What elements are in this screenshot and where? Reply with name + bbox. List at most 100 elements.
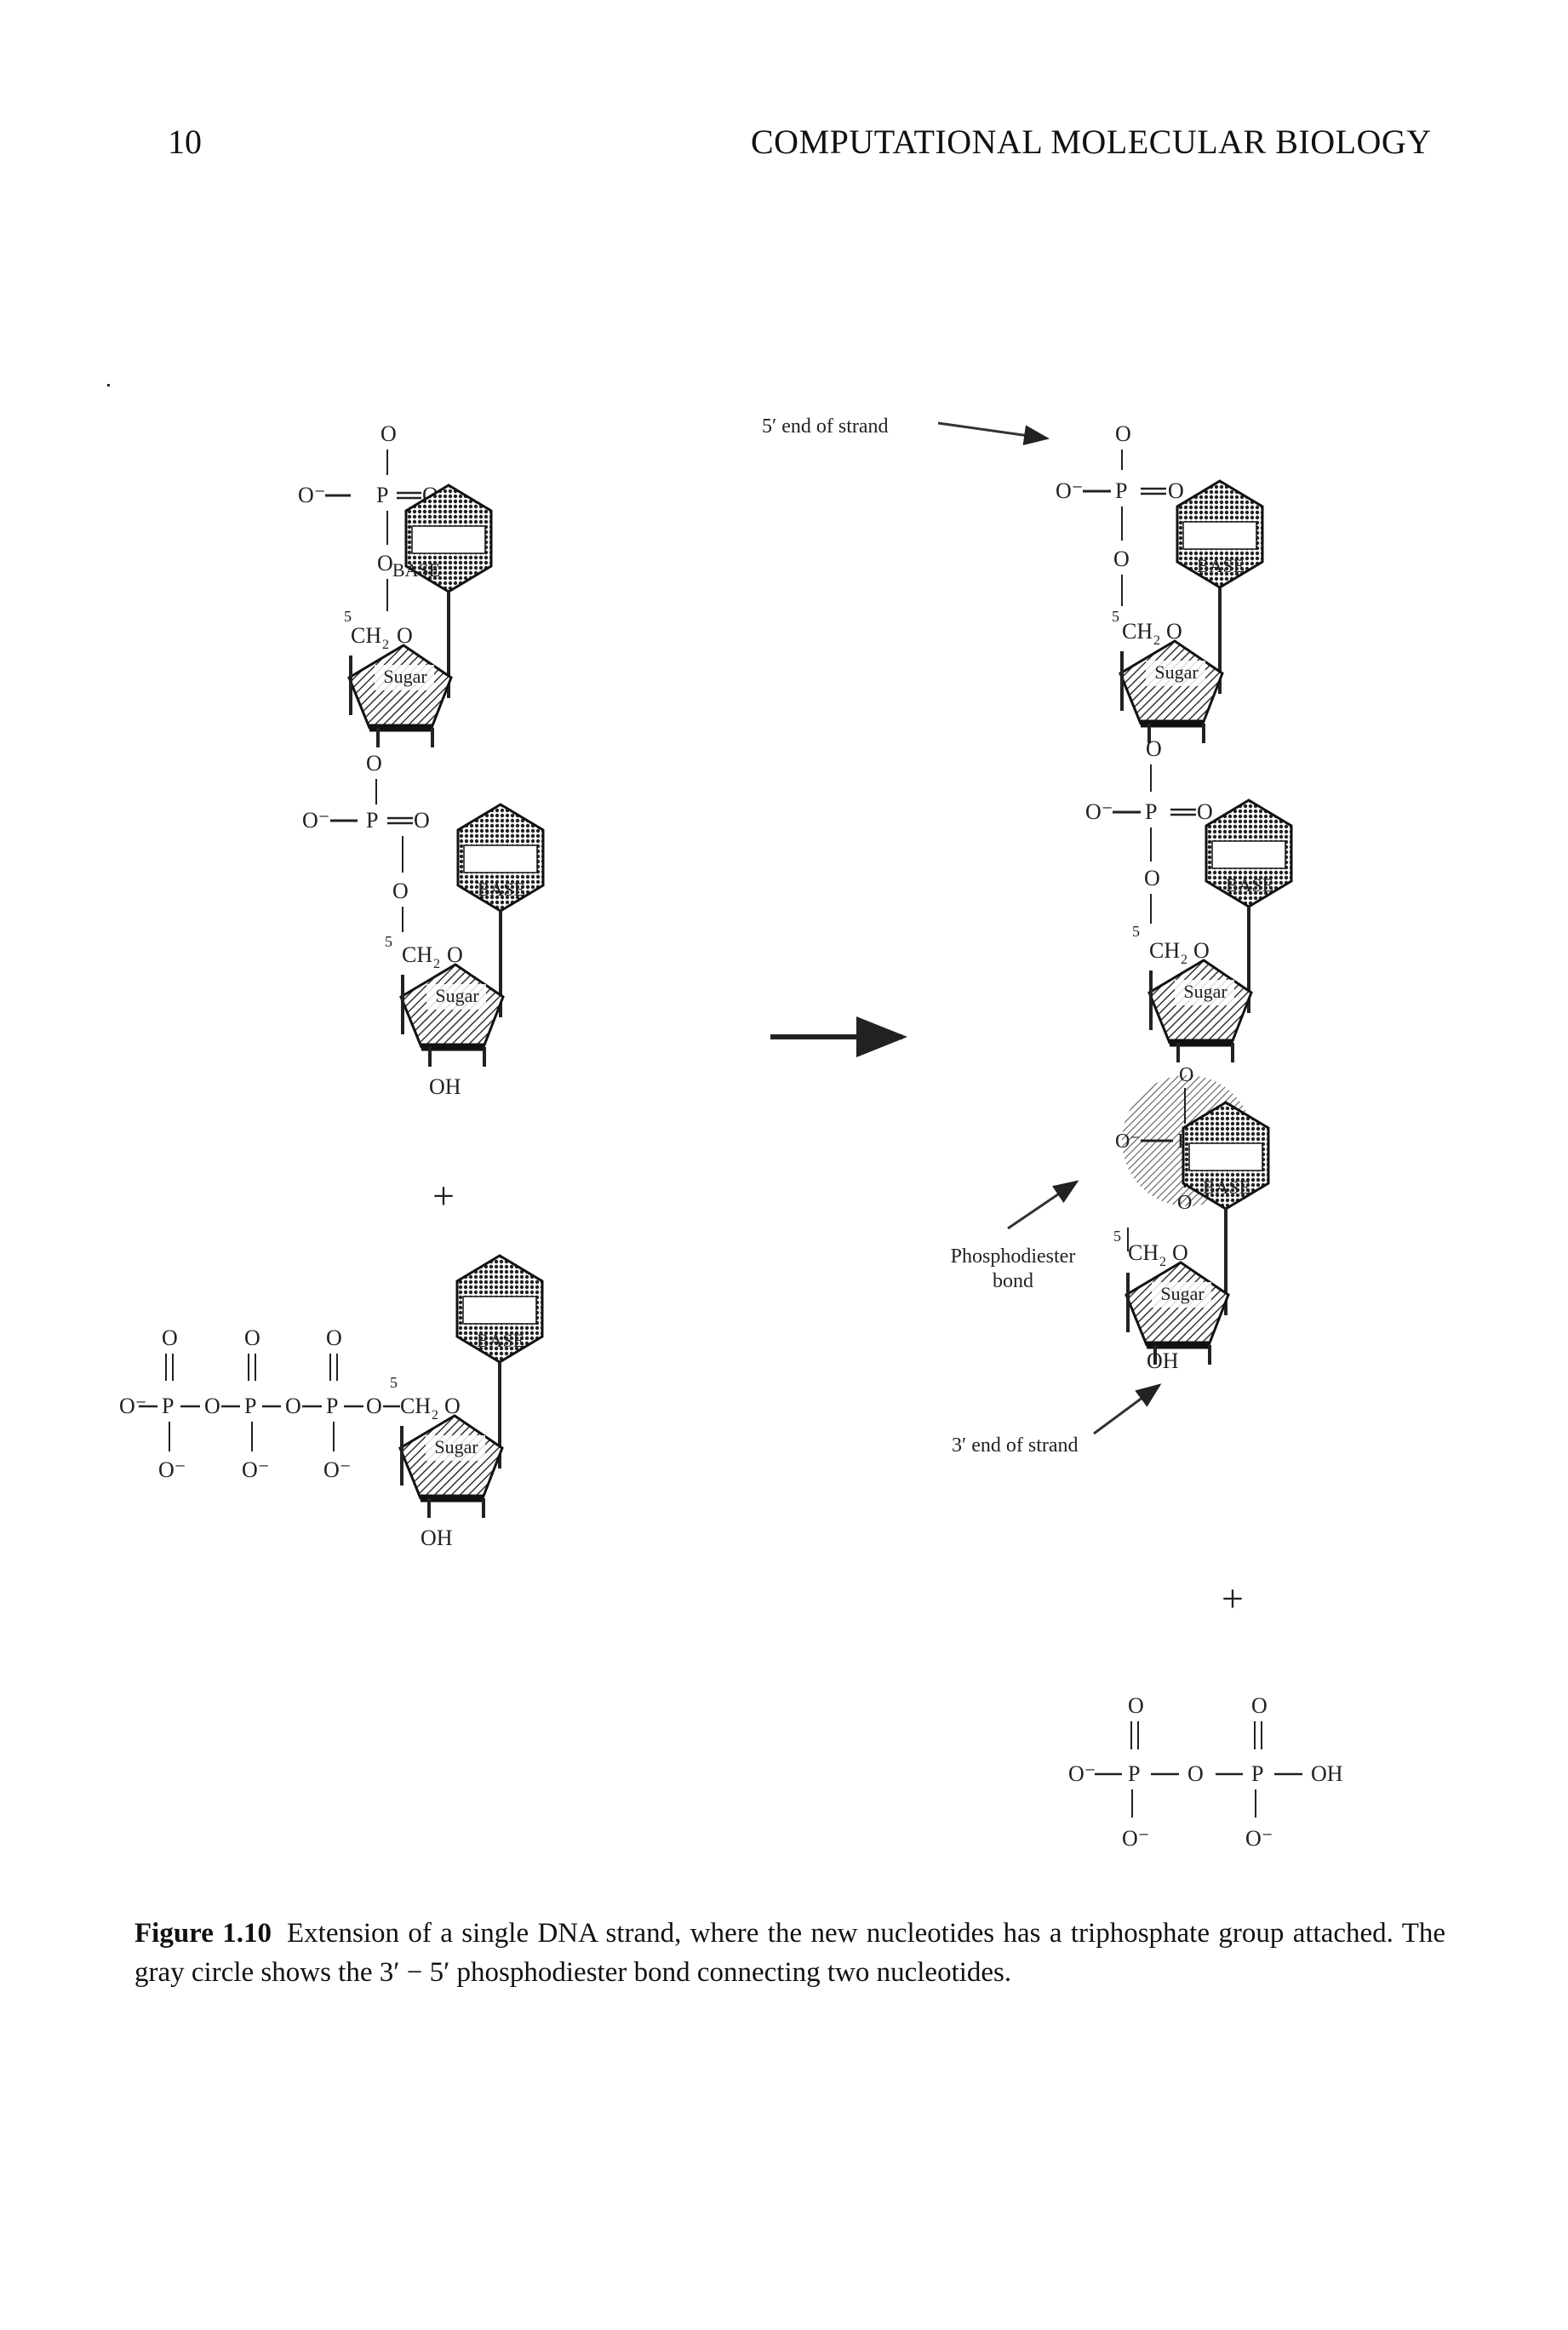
r-sugar-label: Sugar [1154, 661, 1199, 683]
phosphodiester-label-line1: Phosphodiester [951, 1245, 1076, 1268]
pp-hydroxyl: OH [1311, 1761, 1343, 1786]
scan-artifact-dot [107, 384, 110, 386]
figure-label: Figure 1.10 [134, 1918, 272, 1949]
tp-ominus-3: O⁻ [323, 1457, 352, 1482]
tp-ominus-1: O⁻ [158, 1457, 186, 1482]
r-phosphate-p: P [1115, 478, 1127, 503]
base-label-2: BASE [478, 879, 525, 900]
tp-ring-o: O [444, 1394, 461, 1418]
r-five-prime-3: 5 [1113, 1228, 1121, 1245]
r-ch2: CH [1122, 619, 1153, 644]
r-link-p: P [1145, 799, 1157, 824]
tp-bridge-o-2: O [285, 1394, 301, 1418]
tp-o-2: O [244, 1325, 260, 1350]
left-strand: O O⁻ P O O 5 CH 2 O BASE Sugar O O⁻ P O … [298, 421, 543, 1099]
r-base-label: BASE [1197, 555, 1245, 576]
phosphate-o-top: O [381, 421, 397, 446]
caption-text: Extension of a single DNA strand, where … [134, 1918, 1445, 1988]
pyrophosphate: O O O⁻ P O P OH O⁻ O⁻ [1068, 1693, 1343, 1851]
phosphate-o-minus: O⁻ [298, 483, 326, 507]
r-ch2-sub-2: 2 [1181, 953, 1187, 967]
r-base-label-2: BASE [1226, 874, 1273, 896]
pd-o-top: O [1179, 1064, 1193, 1086]
link-o-top: O [366, 751, 382, 776]
phosphate-p: P [376, 483, 388, 507]
tp-ch2: CH [400, 1394, 431, 1418]
ring-oxygen: O [397, 623, 413, 648]
base-label: BASE [392, 559, 440, 581]
r-ester-o: O [1113, 547, 1130, 571]
pp-p-2: P [1251, 1761, 1263, 1786]
sugar-label-2: Sugar [435, 985, 479, 1006]
tp-o-1: O [162, 1325, 178, 1350]
triphosphate-nucleotide: O P O⁻ O P O⁻ O P O⁻ O⁻ O O [119, 1256, 542, 1550]
tp-p-2: P [244, 1394, 256, 1418]
ch2-subscript: 2 [382, 638, 389, 652]
link-double-o: O [414, 808, 430, 833]
three-prime-end-arrow [1093, 1383, 1162, 1435]
page-number: 10 [168, 123, 202, 161]
link-p: P [366, 808, 378, 833]
ch2-label: CH [351, 623, 381, 648]
pp-bridge-o: O [1187, 1761, 1204, 1786]
r-sugar-label-2: Sugar [1183, 981, 1228, 1002]
phosphodiester-arrow [1007, 1180, 1079, 1230]
r-ring-o: O [1166, 619, 1182, 644]
tp-p-1: P [162, 1394, 174, 1418]
r-ch2-3: CH [1128, 1240, 1159, 1265]
pp-o-1: O [1128, 1693, 1144, 1718]
five-prime-label: 5 [344, 608, 352, 625]
r-link-double-o: O [1197, 799, 1213, 824]
r-ch2-sub: 2 [1153, 633, 1160, 648]
tp-o-3: O [326, 1325, 342, 1350]
r-link-ester-o: O [1144, 866, 1160, 890]
ch2-subscript-2: 2 [433, 957, 440, 971]
tp-bridge-o-3: O [366, 1394, 382, 1418]
three-prime-end-label: 3′ end of strand [952, 1434, 1079, 1457]
phosphodiester-label-line2: bond [993, 1270, 1033, 1292]
tp-base-label: BASE [477, 1330, 524, 1351]
plus-sign-right: + [1222, 1577, 1244, 1620]
ch2-label-2: CH [402, 942, 432, 967]
link-ester-o: O [392, 879, 409, 903]
r-base-label-3: BASE [1203, 1176, 1250, 1198]
tp-ominus-2: O⁻ [242, 1457, 270, 1482]
r-phosphate-o-top: O [1115, 421, 1131, 446]
tp-hydroxyl: OH [421, 1526, 453, 1550]
r-ring-o-3: O [1172, 1240, 1188, 1265]
right-strand: 5′ end of strand O O⁻ P O O 5 CH 2 O BAS… [762, 415, 1291, 1457]
tp-p-3: P [326, 1394, 338, 1418]
hydroxyl-label: OH [429, 1074, 461, 1099]
running-title: COMPUTATIONAL MOLECULAR BIOLOGY [751, 123, 1432, 161]
r-ring-o-2: O [1193, 938, 1210, 963]
r-phosphate-double-o: O [1168, 478, 1184, 503]
r-ch2-2: CH [1149, 938, 1180, 963]
five-prime-end-label: 5′ end of strand [762, 415, 889, 438]
pp-ominus-2: O⁻ [1245, 1826, 1273, 1851]
r-link-o-minus: O⁻ [1085, 799, 1113, 824]
sugar-label: Sugar [383, 666, 427, 687]
pp-p-1: P [1128, 1761, 1140, 1786]
pp-ominus-1: O⁻ [1122, 1826, 1150, 1851]
five-prime-label-2: 5 [385, 933, 392, 950]
r-phosphate-o-minus: O⁻ [1056, 478, 1084, 503]
five-prime-end-arrow [937, 421, 1050, 446]
r-five-prime-2: 5 [1132, 923, 1140, 940]
r-ch2-sub-3: 2 [1159, 1255, 1166, 1269]
r-sugar-label-3: Sugar [1160, 1283, 1205, 1304]
pd-o-minus: O⁻ [1115, 1131, 1141, 1153]
pp-o-2: O [1251, 1693, 1268, 1718]
pp-ominus-left: O⁻ [1068, 1761, 1096, 1786]
pd-o-bottom: O [1177, 1192, 1192, 1214]
tp-bridge-o-1: O [204, 1394, 220, 1418]
plus-sign-left: + [432, 1174, 455, 1217]
ester-o: O [377, 551, 393, 575]
ring-oxygen-2: O [447, 942, 463, 967]
r-five-prime: 5 [1112, 608, 1119, 625]
tp-sugar-label: Sugar [434, 1436, 478, 1457]
tp-five-prime: 5 [390, 1374, 398, 1391]
link-o-minus: O⁻ [302, 808, 330, 833]
tp-ch2-sub: 2 [432, 1408, 438, 1423]
